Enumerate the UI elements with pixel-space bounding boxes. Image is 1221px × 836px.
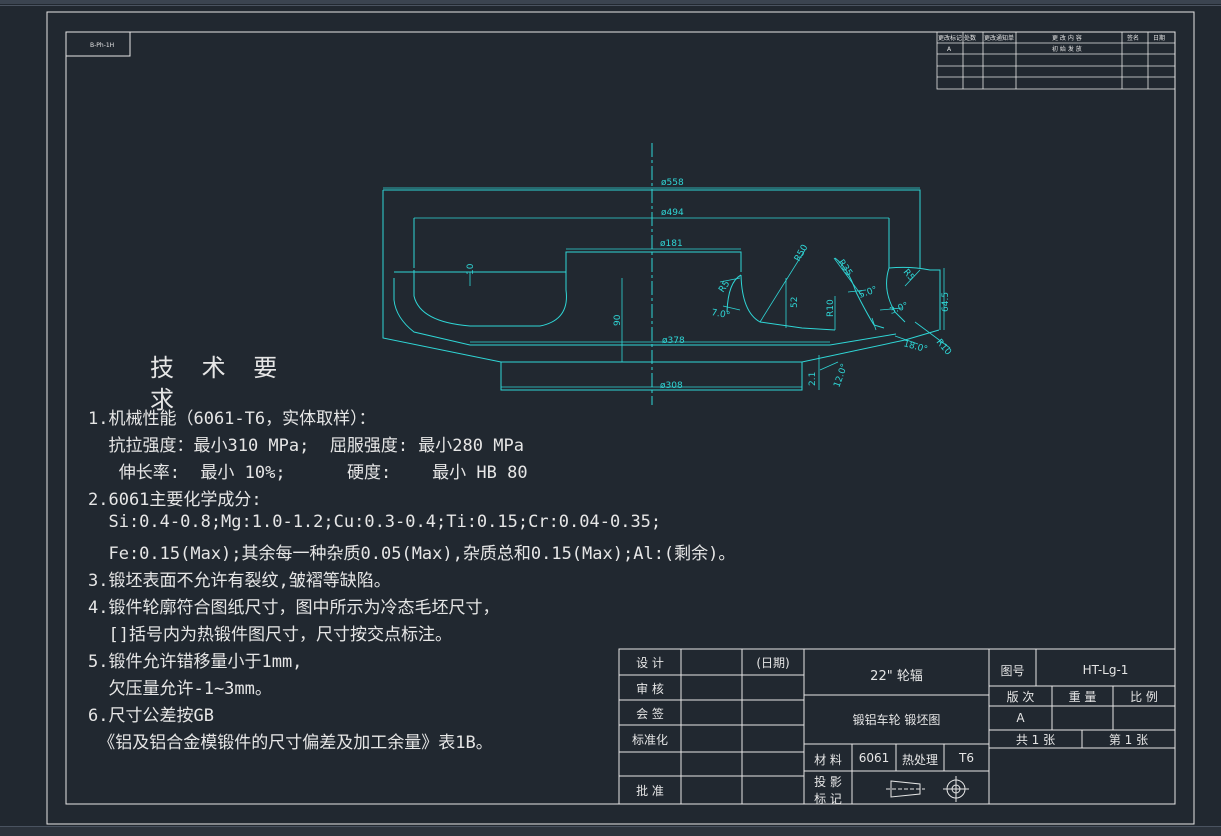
tb-date-label: (日期): [756, 656, 790, 670]
projection-cone-icon: [886, 780, 925, 798]
dim-angle-12: 12.0°: [832, 363, 850, 389]
dim-r5-right: R5: [901, 268, 916, 284]
dim-d558: ø558: [661, 178, 684, 188]
rev-header-content: 更 改 内 容: [1052, 34, 1082, 42]
app-top-edge: [0, 0, 1221, 4]
rev-header-date: 日期: [1153, 34, 1165, 42]
tech-req-line-10: 5.锻件允许错移量小于1mm,: [88, 652, 303, 672]
tb-version-value: A: [1016, 711, 1025, 725]
tb-weight-label: 重 量: [1068, 690, 1097, 704]
rev-row-content: 初 始 发 放: [1052, 45, 1082, 53]
revision-table: [936, 31, 1176, 90]
app-top-edge-line: [0, 5, 1221, 6]
dim-r35: R35: [836, 258, 854, 278]
tech-req-line-3: 伸长率: 最小 10%; 硬度: 最小 HB 80: [88, 463, 528, 483]
tb-review-label: 审 核: [636, 682, 664, 696]
tb-part-name: 锻铝车轮 锻坯图: [852, 713, 941, 727]
dim-r5-left: R5: [717, 279, 732, 295]
tech-req-heading-cont: 求: [150, 386, 184, 414]
tb-material-value: 6061: [858, 751, 890, 765]
tb-scale-label: 比 例: [1130, 690, 1158, 704]
drawing-code: B-Ph-1H: [90, 42, 114, 49]
dim-v10: 10: [466, 263, 476, 275]
tech-req-line-2: 抗拉强度：最小310 MPa; 屈服强度: 最小280 MPa: [88, 436, 524, 456]
tb-version-label: 版 次: [1006, 690, 1035, 704]
tech-req-line-8: 4.锻件轮廓符合图纸尺寸，图中所示为冷态毛坯尺寸，: [88, 598, 500, 618]
dim-d181: ø181: [660, 239, 683, 249]
dim-r10-left: R10: [826, 299, 836, 317]
tb-design-label: 设 计: [636, 656, 664, 670]
rev-header-mark: 更改标记: [938, 34, 962, 42]
tb-heat-label: 热处理: [901, 753, 938, 767]
dim-angle-5: 5.0°: [858, 285, 879, 301]
status-bar: [0, 826, 1221, 836]
rev-row-mark: A: [947, 46, 952, 53]
tb-countersign-label: 会 签: [636, 707, 664, 721]
dim-v21: 2.1: [808, 372, 818, 386]
dim-r10-right: R10: [934, 338, 953, 358]
rev-header-sign: 签名: [1127, 34, 1139, 42]
tech-req-line-9: []括号内为热锻件图尺寸，尺寸按交点标注。: [88, 625, 452, 645]
rev-header-notice: 更改通知单: [984, 34, 1014, 42]
tb-material-label: 材 料: [814, 753, 842, 767]
tb-drawing-no-label: 图号: [1000, 664, 1025, 678]
dim-angle-18: 18.0°: [902, 339, 928, 355]
dim-v52: 52: [790, 297, 800, 308]
tech-req-line-12: 6.尺寸公差按GB: [88, 706, 214, 726]
tech-req-line-11: 欠压量允许-1~3mm。: [88, 679, 272, 699]
dimension-lines: [383, 187, 951, 390]
outer-frame: [46, 11, 1195, 825]
tech-req-line-6: Fe:0.15(Max);其余每一种杂质0.05(Max),杂质总和0.15(M…: [88, 544, 736, 564]
tech-req-heading: 技 术 要: [150, 354, 288, 382]
rev-header-count: 处数: [964, 34, 976, 42]
dim-r50: R50: [793, 243, 811, 264]
tb-drawing-no: HT-Lg-1: [1082, 663, 1129, 677]
projection-circle-icon: [943, 776, 969, 802]
tech-req-line-5: Si:0.4-0.8;Mg:1.0-1.2;Cu:0.3-0.4;Ti:0.15…: [88, 512, 662, 532]
tech-req-line-4: 2.6061主要化学成分:: [88, 490, 262, 510]
tb-projection-label-2: 标 记: [814, 792, 842, 806]
title-block-grid: [618, 648, 1176, 805]
dim-v90: 90: [613, 314, 623, 326]
tb-heat-value: T6: [959, 751, 974, 765]
tb-sheet-no: 第 1 张: [1108, 733, 1149, 747]
dim-v645: 64.5: [941, 292, 951, 312]
drawing-code-box: [65, 31, 131, 57]
tb-approve-label: 批 准: [636, 784, 664, 798]
tb-standard-label: 标准化: [631, 733, 668, 747]
tb-total-sheets: 共 1 张: [1015, 733, 1056, 747]
dim-d494: ø494: [661, 208, 684, 218]
tech-req-line-13: 《铝及铝合金模锻件的尺寸偏差及加工余量》表1B。: [88, 733, 493, 753]
dim-angle-3: 3.0°: [889, 301, 910, 317]
tb-product-name: 22" 轮辐: [870, 669, 923, 684]
dim-d308: ø308: [660, 381, 683, 391]
tb-projection-label-1: 投 影: [814, 775, 842, 789]
dim-angle-7: 7.0°: [710, 308, 730, 321]
tech-req-line-7: 3.锻坯表面不允许有裂纹,皱褶等缺陷。: [88, 571, 391, 591]
dim-d378: ø378: [662, 336, 685, 346]
tech-req-line-1: 1.机械性能（6061-T6，实体取样）：: [88, 409, 376, 429]
